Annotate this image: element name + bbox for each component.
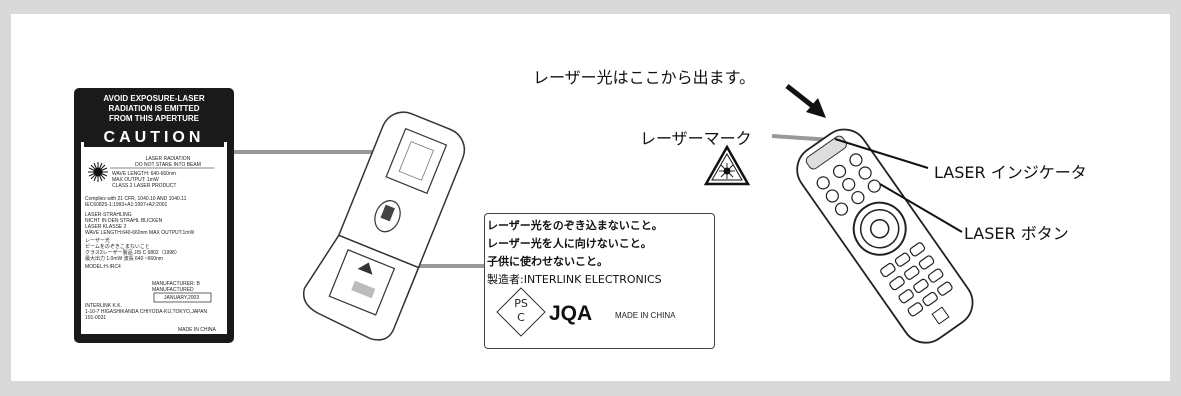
warning-made-in: MADE IN CHINA	[615, 311, 676, 320]
emission-arrow-shaft	[785, 84, 817, 110]
caution-label-header: AVOID EXPOSURE-LASER RADIATION IS EMITTE…	[103, 94, 205, 123]
company-address: INTERLINK K.K. 1-10-7 HIGASHIKANDA CHIYO…	[85, 303, 208, 321]
remote-back-drawing	[303, 111, 466, 341]
laser-warning-triangle-icon	[703, 144, 751, 186]
emission-arrow-head	[806, 98, 826, 118]
remote-front-drawing	[796, 128, 974, 344]
laser-button-callout: LASER ボタン	[964, 224, 1069, 243]
complies-text: Complies with 21 CFR, 1040.10 AND 1040.1…	[85, 196, 187, 208]
manufacturer-line: 製造者:INTERLINK ELECTRONICS	[487, 273, 662, 286]
manufacture-date: JANUARY,2003	[164, 295, 200, 301]
warning-line-2: レーザー光を人に向けないこと。	[487, 237, 652, 250]
caution-made-in: MADE IN CHINA	[178, 327, 216, 333]
jqa-logo: JQA	[549, 302, 593, 325]
warning-label: レーザー光をのぞき込まないこと。 レーザー光を人に向けないこと。 子供に使わせな…	[484, 213, 715, 349]
emission-callout: レーザー光はここから出ます。	[533, 68, 756, 87]
warning-line-1: レーザー光をのぞき込まないこと。	[487, 219, 663, 232]
caution-title: CAUTION	[84, 128, 224, 147]
ps-mark: PS C	[514, 297, 528, 324]
japanese-text: レーザー光 ビームをのぞきこまないこと クラス2レーザー製品 JIS C 680…	[85, 238, 180, 262]
model-text: MODEL:H-IRC4	[85, 264, 121, 270]
button-pointer-line	[879, 183, 963, 233]
manufacturer-text: MANUFACTURER: B MANUFACTURED	[152, 281, 200, 293]
caution-label: AVOID EXPOSURE-LASER RADIATION IS EMITTE…	[74, 88, 234, 343]
laser-mark-callout: レーザーマーク	[640, 129, 752, 148]
radiation-warning-text: LASER RADIATION DO NOT STARE INTO BEAM	[135, 156, 201, 168]
german-text: LASER-STRAHLING NICHT IN DEN STRAHL BLIC…	[85, 212, 195, 236]
laser-indicator-callout: LASER インジケータ	[934, 163, 1087, 182]
laser-specs-text: WAVE LENGTH: 640-660nm MAX OUTPUT: 1mW C…	[112, 171, 177, 189]
indicator-pointer-line	[834, 138, 929, 169]
laser-starburst-icon	[88, 162, 214, 303]
pse-diamond-icon	[496, 287, 546, 337]
warning-line-3: 子供に使わせないこと。	[487, 255, 608, 268]
